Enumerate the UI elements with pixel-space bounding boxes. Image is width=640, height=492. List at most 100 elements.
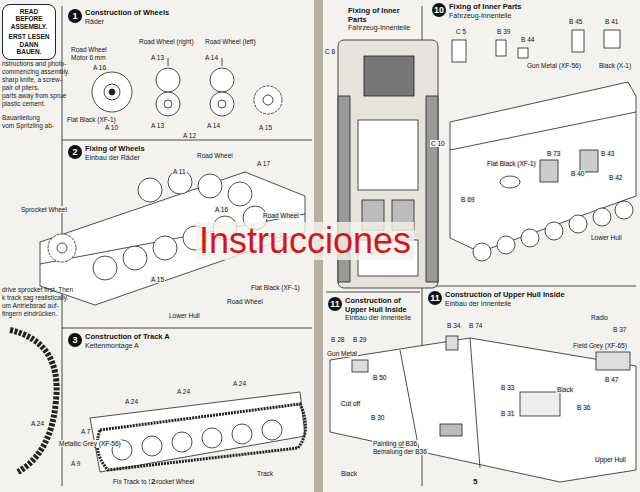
part-label: B 28 <box>330 336 345 343</box>
step-title: Fixing of Wheels <box>85 145 145 154</box>
part-label: C 5 <box>455 28 467 35</box>
part-label: A 16 <box>214 206 229 213</box>
part-label: C 10 <box>430 140 446 147</box>
step-title: Fixing of Inner Parts <box>449 3 522 12</box>
part-label: Black <box>340 470 358 477</box>
notice-text: ERST LESEN DANN BAUEN. <box>7 33 51 55</box>
step-heading: 11Construction of Upper Hull InsideEinba… <box>326 296 420 323</box>
part-label: Lower Hull <box>590 234 623 241</box>
part-label: A 11 <box>172 168 187 175</box>
part-label: B 36 <box>576 404 591 411</box>
step-number: 11 <box>328 297 342 311</box>
part-label: B 40 <box>570 170 585 177</box>
step-subtitle: Räder <box>85 18 169 26</box>
part-label: A 24 <box>30 420 45 427</box>
part-label: A 9 <box>70 460 81 467</box>
part-label: A 15 <box>258 124 273 131</box>
page-number: 5 <box>472 478 478 487</box>
step-subtitle: Kettenmontage A <box>85 342 170 350</box>
instruction-text: pair of pliers. <box>1 84 40 91</box>
instruction-text: parts away from sprue <box>1 92 67 99</box>
part-label: B 43 <box>600 150 615 157</box>
part-label: B 44 <box>520 36 535 43</box>
step-title: Construction of Track A <box>85 333 170 342</box>
part-label: Black (X-1) <box>598 62 632 69</box>
step-heading: 2Fixing of WheelsEinbau der Räder <box>66 144 166 163</box>
part-label: Road Wheel <box>70 46 108 53</box>
part-label: A 16 <box>92 64 107 71</box>
step-heading: 11Construction of Upper Hull InsideEinba… <box>426 290 576 309</box>
instruction-text: drive sprocket first. Then <box>1 286 74 293</box>
part-label: A 24 <box>232 380 247 387</box>
part-label: Upper Hull <box>594 456 627 463</box>
watermark: Instrucciones <box>196 222 414 260</box>
step-title: Construction of Upper Hull Inside <box>345 297 418 314</box>
part-label: B 33 <box>500 384 515 391</box>
part-label: B 69 <box>460 196 475 203</box>
part-label: Road Wheel <box>196 152 234 159</box>
part-label: A 13 <box>150 122 165 129</box>
step-title: Fixing of Inner Parts <box>348 7 418 24</box>
part-label: A 7 <box>80 428 91 435</box>
instruction-text: Bauanleitung <box>1 114 41 121</box>
part-label: Painting of B36 <box>372 440 418 447</box>
part-label: B 45 <box>568 18 583 25</box>
step-subtitle: Einbau der Räder <box>85 154 145 162</box>
step-heading: 3Construction of Track AKettenmontage A <box>66 332 178 351</box>
part-label: Flat Black (XF-1) <box>250 284 301 291</box>
part-label: Sprocket Wheel <box>20 206 68 213</box>
instruction-text: commencing assembly. <box>1 68 70 75</box>
step-subtitle: Einbau der Innenteile <box>345 314 418 322</box>
part-label: Road Wheel <box>226 298 264 305</box>
part-label: A 14 <box>204 54 219 61</box>
notice-text: READ BEFORE ASSEMBLY. <box>7 8 51 30</box>
part-label: Radio <box>590 314 609 321</box>
part-label: Gun Metal <box>326 350 358 357</box>
part-label: B 41 <box>604 18 619 25</box>
instruction-text: vom Spritzling ab- <box>1 122 55 129</box>
part-label: Track <box>256 470 274 477</box>
part-label: B 37 <box>612 326 627 333</box>
step-title-column: Construction of Upper Hull InsideEinbau … <box>445 291 565 308</box>
step-number: 3 <box>68 333 82 347</box>
part-label: A 15 <box>150 276 165 283</box>
part-label: Road Wheel <box>262 212 300 219</box>
step-number: 1 <box>68 9 82 23</box>
step-title-column: Fixing of WheelsEinbau der Räder <box>85 145 145 162</box>
part-label: Lower Hull <box>168 312 201 319</box>
part-label: B 42 <box>608 174 623 181</box>
instruction-text: nstructions and photo- <box>1 60 67 67</box>
part-label: Field Grey (XF-65) <box>572 342 628 349</box>
part-label: Gun Metal (XF-56) <box>526 62 582 69</box>
instruction-text: fingern eindrücken. <box>1 310 58 317</box>
part-label: A 24 <box>176 388 191 395</box>
part-label: A 12 <box>182 132 197 139</box>
part-label: Road Wheel (right) <box>138 38 195 45</box>
step-title-column: Construction of WheelsRäder <box>85 9 169 26</box>
part-label: B 39 <box>496 28 511 35</box>
instruction-text: k track sag realistically. <box>1 294 69 301</box>
part-label: Bemalung der B36 <box>372 448 428 455</box>
part-label: Motor 6 mm <box>70 54 107 61</box>
part-label: B 30 <box>370 414 385 421</box>
step-title-column: Construction of Track AKettenmontage A <box>85 333 170 350</box>
part-label: B 50 <box>372 374 387 381</box>
step-subtitle: Fahrzeug-Innenteile <box>348 24 418 32</box>
step-title-column: Construction of Upper Hull InsideEinbau … <box>345 297 418 322</box>
step-heading: Fixing of Inner PartsFahrzeug-Innenteile <box>346 6 420 33</box>
instruction-text: sharp knife, a screw- <box>1 76 63 83</box>
part-label: B 31 <box>500 410 515 417</box>
instruction-text: plastic cement. <box>1 100 46 107</box>
part-label: Flat Black (XF-1) <box>486 160 537 167</box>
part-label: A 13 <box>150 54 165 61</box>
part-label: Metallic Grey (XF-56) <box>58 440 122 447</box>
part-label: Cut off <box>340 400 361 407</box>
instruction-text: um Antriebsrad auf- <box>1 302 60 309</box>
step-title-column: Fixing of Inner PartsFahrzeug-Innenteile <box>348 7 418 32</box>
part-label: Black <box>556 386 574 393</box>
part-label: C 8 <box>324 48 336 55</box>
part-label: A 14 <box>206 122 221 129</box>
step-title-column: Fixing of Inner PartsFahrzeug-Innenteile <box>449 3 522 20</box>
part-label: B 73 <box>546 150 561 157</box>
step-number: 11 <box>428 291 442 305</box>
